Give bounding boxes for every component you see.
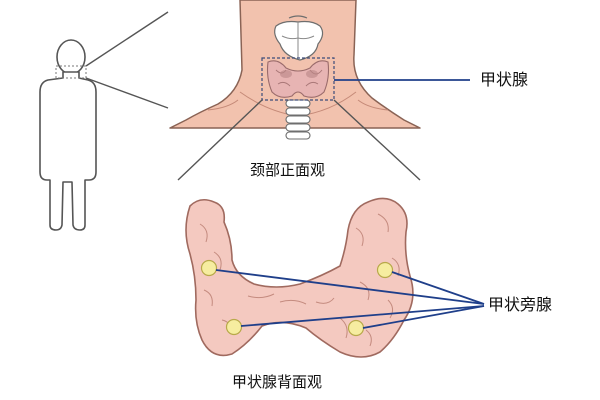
view-leader-lines [177,99,421,181]
label-parathyroid: 甲状旁腺 [488,295,553,314]
silhouette-body [39,71,97,231]
parathyroid-gland-lower-left [225,318,243,336]
parathyroid-pointer-lines [215,269,485,329]
parathyroid-gland-lower-right [347,319,365,337]
trachea [285,99,311,140]
label-thyroid-back-view: 甲状腺背面观 [232,373,323,391]
zoom-marker-box [55,65,87,79]
back-view-thyroid-gland [185,197,414,358]
label-thyroid: 甲状腺 [480,70,529,89]
neck-front-view [169,0,421,140]
neck-thyroid-gland [266,60,330,98]
neck-skin [169,0,421,129]
label-neck-front-view: 颈部正面观 [250,161,326,179]
thyroid-back-view [185,197,414,358]
silhouette-head [56,39,86,75]
zoom-leader-lines [85,11,169,109]
thyroid-focus-box [261,57,335,101]
parathyroid-gland-upper-right [376,261,394,279]
parathyroid-gland-upper-left [200,259,218,277]
human-silhouette [39,39,97,231]
